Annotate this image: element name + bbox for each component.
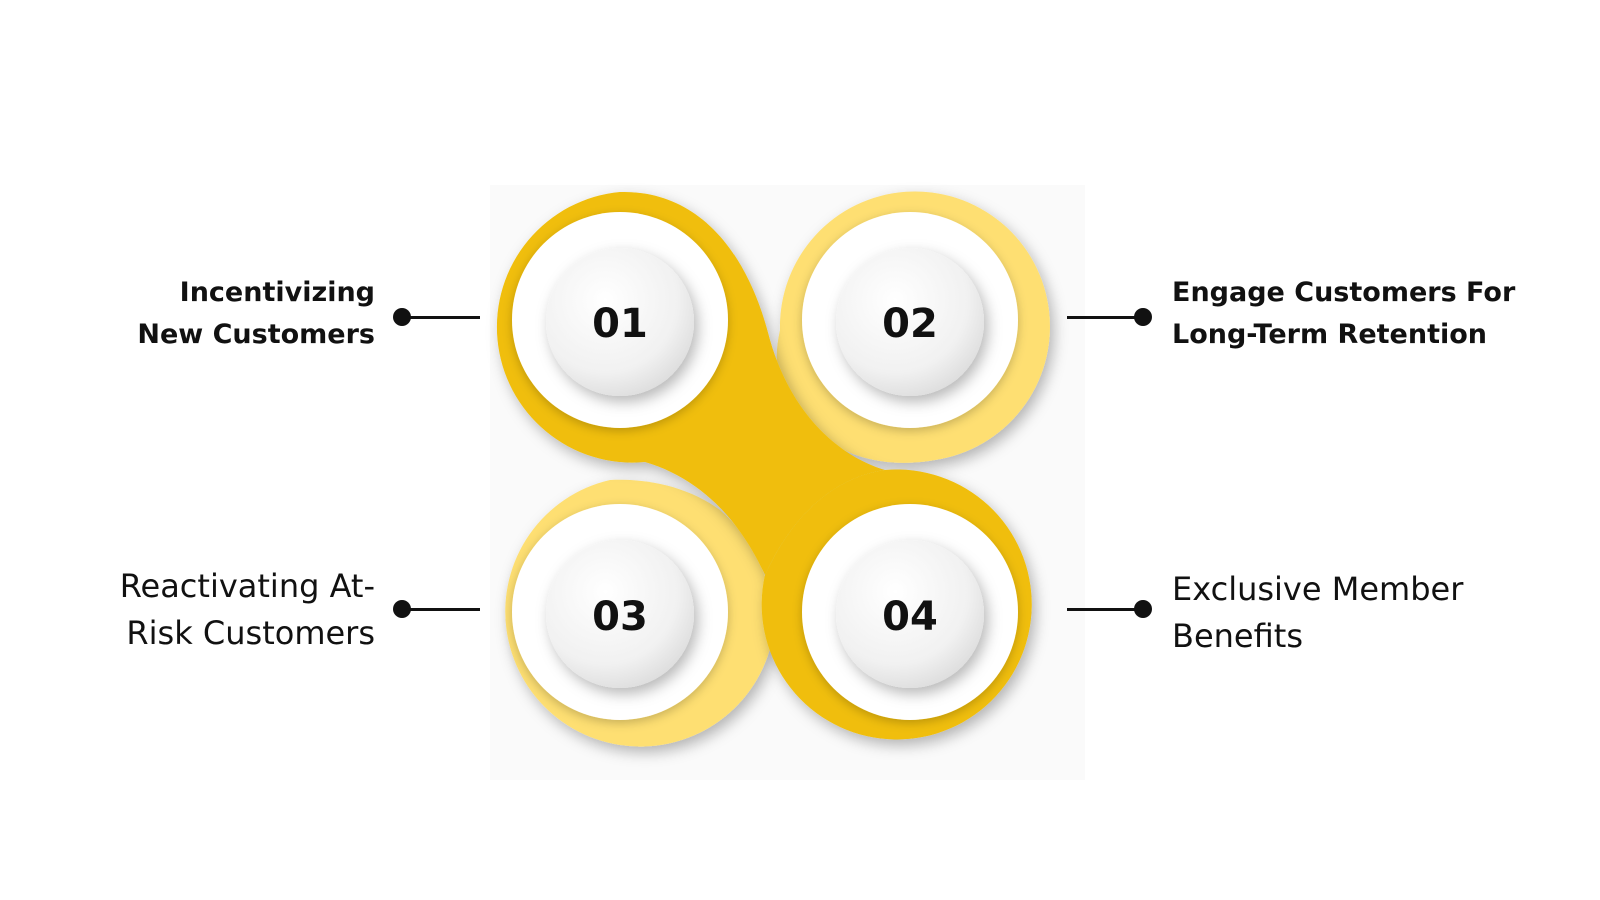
connector-line-04 (1067, 608, 1143, 611)
step-label-03: Reactivating At- Risk Customers (120, 563, 375, 657)
connector-dot-04 (1134, 600, 1152, 618)
step-label-01: Incentivizing New Customers (137, 272, 375, 356)
step-label-03-line-1: Reactivating At- (119, 567, 375, 605)
step-number-01: 01 (592, 301, 648, 347)
step-number-03: 03 (592, 594, 648, 640)
connector-dot-03 (393, 600, 411, 618)
connector-dot-01 (393, 308, 411, 326)
connector-line-03 (402, 608, 480, 611)
connector-line-02 (1067, 316, 1143, 319)
step-label-01-line-1: Incentivizing (179, 277, 375, 308)
badge-02 (836, 248, 984, 396)
step-number-02: 02 (882, 301, 938, 347)
connector-line-01 (402, 316, 480, 319)
badge-04 (836, 540, 984, 688)
step-label-03-line-2: Risk Customers (126, 614, 375, 652)
connector-dot-02 (1134, 308, 1152, 326)
step-label-01-line-2: New Customers (137, 319, 375, 350)
step-label-02-line-1: Engage Customers For (1172, 277, 1516, 308)
step-label-04: Exclusive Member Benefits (1172, 566, 1463, 660)
badge-03 (546, 540, 694, 688)
step-number-04: 04 (882, 594, 938, 640)
badge-01 (546, 248, 694, 396)
step-label-04-line-1: Exclusive Member (1172, 570, 1464, 608)
step-label-02: Engage Customers For Long-Term Retention (1172, 272, 1515, 356)
step-label-02-line-2: Long-Term Retention (1172, 319, 1488, 350)
step-label-04-line-2: Benefits (1172, 617, 1303, 655)
